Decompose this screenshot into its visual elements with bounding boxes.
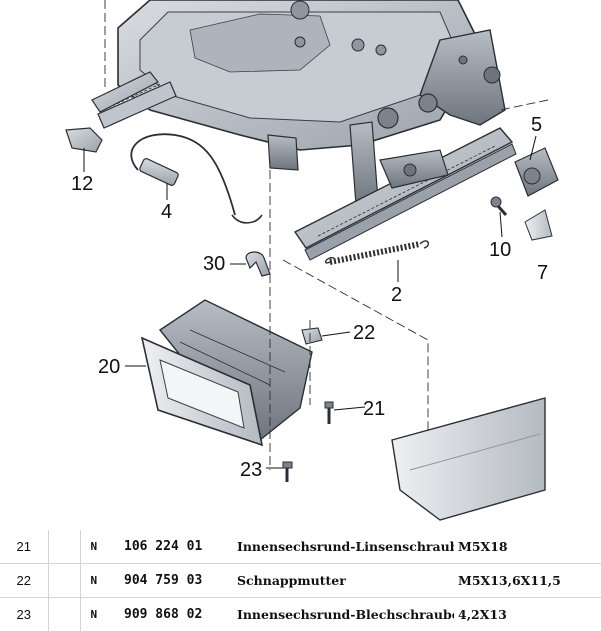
callout-22: 22: [353, 322, 375, 344]
callout-12: 12: [71, 173, 93, 195]
spec-cell: 4,2X13: [454, 597, 601, 632]
part-30-clip: [245, 251, 271, 277]
callout-21: 21: [363, 398, 385, 420]
pos-cell: 21: [0, 530, 49, 564]
callout-30: 30: [203, 253, 225, 275]
spec-cell: M5X18: [454, 530, 601, 564]
part-2-tension-spring: [324, 240, 430, 265]
part-23-screw: [282, 461, 293, 482]
callout-23: 23: [240, 459, 262, 481]
flag-cell: N: [80, 563, 120, 598]
pos-cell: 22: [0, 563, 49, 598]
blank-cell: [48, 597, 81, 632]
exploded-parts-diagram: 12 4 30 2 20 22 21 23 10 5 7: [65, 0, 559, 521]
part-21-screw: [324, 401, 334, 424]
pos-cell: 23: [0, 597, 49, 632]
callout-4: 4: [161, 201, 172, 223]
part-name-cell: Innensechsrund-Blechschraube: [233, 597, 454, 632]
callout-20: 20: [98, 356, 120, 378]
part-4-bowden-cable: [130, 133, 263, 224]
callout-2: 2: [391, 284, 402, 306]
right-seat-rail: [293, 127, 517, 261]
part-20-storage-tray: [140, 299, 313, 447]
flag-cell: N: [80, 597, 120, 632]
part-number-cell: 909 868 02: [120, 597, 233, 632]
part-12-clip: [65, 127, 103, 153]
callout-5: 5: [531, 114, 542, 136]
side-mechanism-5: [514, 147, 559, 197]
flag-cell: N: [80, 530, 120, 564]
part-number-cell: 904 759 03: [120, 563, 233, 598]
part-22-snap-nut: [301, 327, 323, 345]
blank-cell: [48, 563, 81, 598]
part-name-cell: Innensechsrund-Linsenschraube: [233, 530, 454, 564]
part-name-cell: Schnappmutter: [233, 563, 454, 598]
spec-cell: M5X13,6X11,5: [454, 563, 601, 598]
blank-cell: [48, 530, 81, 564]
front-trim-panel: [391, 397, 546, 521]
callout-7: 7: [537, 262, 548, 284]
callout-10: 10: [489, 239, 511, 261]
part-10-screw: [490, 196, 508, 216]
assembly-guide-lines: [104, 0, 549, 470]
leader-lines: [83, 135, 537, 469]
left-seat-rail: [91, 71, 177, 129]
part-number-cell: 106 224 01: [120, 530, 233, 564]
seat-frame: [117, 0, 506, 206]
part-7-trim: [524, 209, 553, 241]
